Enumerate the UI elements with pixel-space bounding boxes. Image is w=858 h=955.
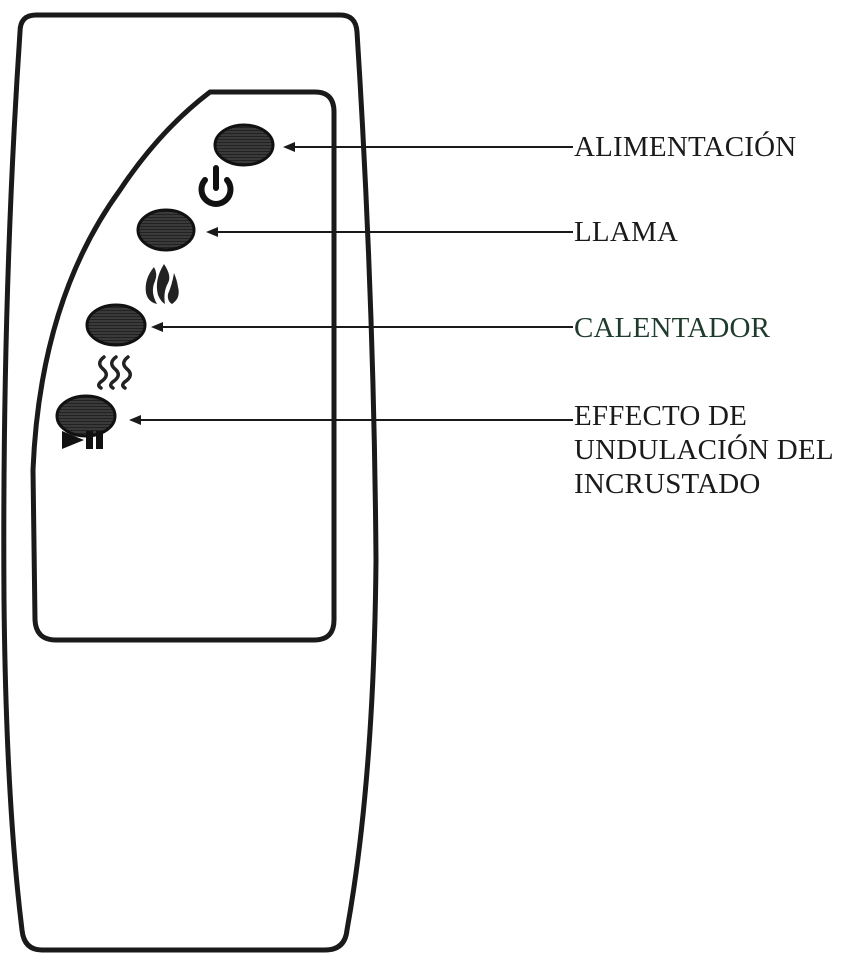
effect-button[interactable]: [55, 394, 117, 438]
pointer-power: [283, 142, 573, 152]
power-label: ALIMENTACIÓN: [574, 131, 797, 163]
power-icon: [198, 165, 234, 207]
flame-button[interactable]: [136, 208, 196, 252]
effect-label-line-2: UNDULACIÓN DEL: [574, 434, 834, 466]
flame-label: LLAMA: [574, 216, 679, 248]
effect-label: EFFECTO DE UNDULACIÓN DEL INCRUSTADO: [574, 399, 834, 501]
pointer-flame: [206, 227, 573, 237]
effect-label-line-3: INCRUSTADO: [574, 468, 761, 500]
heater-label: CALENTADOR: [574, 312, 771, 344]
pointer-effect: [129, 415, 573, 425]
button-panel: [30, 89, 337, 643]
power-button[interactable]: [213, 123, 275, 167]
effect-label-line-1: EFFECTO DE: [574, 400, 748, 432]
heater-button[interactable]: [85, 303, 147, 347]
flame-icon: [145, 264, 179, 304]
heat-waves-icon: [97, 355, 132, 390]
play-pause-icon: [62, 431, 103, 449]
pointer-heater: [151, 322, 573, 332]
